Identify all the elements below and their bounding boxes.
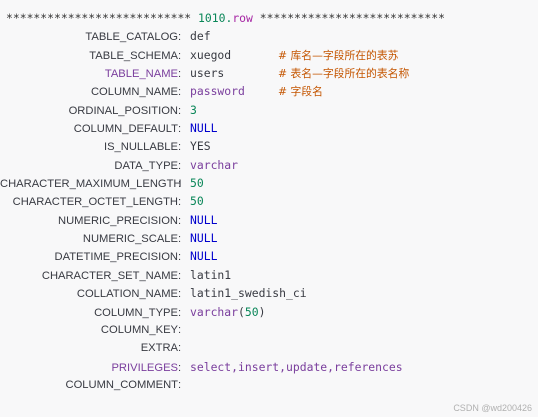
separator: : xyxy=(178,68,182,81)
field-row-column-type: COLUMN_TYPE: varchar(50) xyxy=(0,303,538,321)
field-comment: # 表名—字段所在的表名称 xyxy=(278,67,410,81)
field-value: latin1_swedish_ci xyxy=(190,286,307,301)
field-row-extra: EXTRA: xyxy=(0,339,538,357)
field-value: users xyxy=(190,66,225,81)
field-row-character-maximum-length: CHARACTER_MAXIMUM_LENGTH:50 xyxy=(0,174,538,192)
row-number: 1010. xyxy=(198,11,233,25)
field-value: NULL xyxy=(190,121,218,136)
field-value: def xyxy=(190,29,211,44)
field-row-table-schema: TABLE_SCHEMA: xuegod # 库名—字段所在的表苏 xyxy=(0,46,538,64)
field-key: TABLE_CATALOG xyxy=(85,31,178,44)
field-row-column-key: COLUMN_KEY: xyxy=(0,321,538,339)
separator: : xyxy=(178,323,182,336)
separator: : xyxy=(178,86,182,99)
field-row-numeric-scale: NUMERIC_SCALE: NULL xyxy=(0,229,538,247)
header-stars-left: *************************** xyxy=(6,11,199,25)
field-key: ORDINAL_POSITION xyxy=(68,104,178,117)
field-key: NUMERIC_PRECISION xyxy=(58,214,178,227)
field-value: 3 xyxy=(190,102,197,117)
query-result-output: *************************** 1010. row **… xyxy=(0,9,538,394)
separator: : xyxy=(178,178,182,191)
separator: : xyxy=(178,214,182,227)
field-key: EXTRA xyxy=(140,342,178,355)
field-comment: # 字段名 xyxy=(278,85,323,99)
field-key: COLUMN_COMMENT xyxy=(65,378,179,391)
field-value: select,insert,update,references xyxy=(190,359,403,374)
watermark: CSDN @wd200426 xyxy=(453,403,532,413)
field-key: TABLE_NAME xyxy=(104,68,178,81)
field-value: 50 xyxy=(190,176,204,191)
separator: : xyxy=(178,141,182,154)
field-key: COLUMN_DEFAULT xyxy=(73,123,178,136)
field-row-table-catalog: TABLE_CATALOG: def xyxy=(0,27,538,45)
field-row-ordinal-position: ORDINAL_POSITION:3 xyxy=(0,101,538,119)
field-key: COLUMN_NAME xyxy=(90,86,178,99)
field-row-character-octet-length: CHARACTER_OCTET_LENGTH:50 xyxy=(0,192,538,210)
field-key: COLUMN_TYPE xyxy=(94,306,178,319)
separator: : xyxy=(178,378,182,391)
field-row-privileges: PRIVILEGES: select,insert,update,referenc… xyxy=(0,358,538,376)
separator: : xyxy=(178,49,182,62)
separator: : xyxy=(178,123,182,136)
field-row-collation-name: COLLATION_NAME: latin1_swedish_ci xyxy=(0,284,538,302)
field-key: COLUMN_KEY xyxy=(100,323,178,336)
field-row-table-name: TABLE_NAME: users # 表名—字段所在的表名称 xyxy=(0,64,538,82)
field-value: 50 xyxy=(190,194,204,209)
field-key: CHARACTER_OCTET_LENGTH xyxy=(12,196,178,209)
field-row-character-set-name: CHARACTER_SET_NAME: latin1 xyxy=(0,266,538,284)
separator: : xyxy=(178,31,182,44)
field-row-datetime-precision: DATETIME_PRECISION: NULL xyxy=(0,247,538,265)
separator: : xyxy=(178,361,182,374)
field-row-column-default: COLUMN_DEFAULT: NULL xyxy=(0,119,538,137)
row-header: *************************** 1010. row **… xyxy=(0,9,538,27)
field-value: YES xyxy=(190,139,211,154)
paren-open: ( xyxy=(238,304,245,319)
field-key: CHARACTER_MAXIMUM_LENGTH xyxy=(0,178,182,191)
field-value: xuegod xyxy=(190,47,232,62)
separator: : xyxy=(178,306,182,319)
field-row-data-type: DATA_TYPE: varchar xyxy=(0,156,538,174)
field-key: DATETIME_PRECISION xyxy=(54,251,179,264)
separator: : xyxy=(178,159,182,172)
field-value-length: 50 xyxy=(244,304,259,319)
separator: : xyxy=(178,251,182,264)
separator: : xyxy=(178,288,182,301)
field-value: password xyxy=(190,84,245,99)
field-row-is-nullable: IS_NULLABLE: YES xyxy=(0,137,538,155)
field-comment: # 库名—字段所在的表苏 xyxy=(278,48,399,62)
field-key: IS_NULLABLE xyxy=(103,141,178,154)
header-stars-right: *************************** xyxy=(252,11,445,25)
field-row-numeric-precision: NUMERIC_PRECISION: NULL xyxy=(0,211,538,229)
field-key: NUMERIC_SCALE xyxy=(82,233,178,246)
field-key: DATA_TYPE xyxy=(114,159,178,172)
field-key: PRIVILEGES xyxy=(111,361,178,374)
separator: : xyxy=(178,104,182,117)
separator: : xyxy=(178,269,182,282)
separator: : xyxy=(178,196,182,209)
field-value: NULL xyxy=(190,249,218,264)
separator: : xyxy=(178,233,182,246)
separator: : xyxy=(178,342,182,355)
row-word: row xyxy=(232,11,253,25)
field-key: TABLE_SCHEMA xyxy=(89,49,178,62)
field-value: NULL xyxy=(190,212,218,227)
field-key: COLLATION_NAME xyxy=(76,288,178,301)
field-value: latin1 xyxy=(190,267,232,282)
field-value: varchar xyxy=(190,157,239,172)
field-key: CHARACTER_SET_NAME xyxy=(41,269,178,282)
field-row-column-comment: COLUMN_COMMENT: xyxy=(0,376,538,394)
field-value-type: varchar xyxy=(190,304,239,319)
field-row-column-name: COLUMN_NAME: password # 字段名 xyxy=(0,82,538,100)
paren-close: ) xyxy=(258,304,266,319)
field-value: NULL xyxy=(190,231,218,246)
